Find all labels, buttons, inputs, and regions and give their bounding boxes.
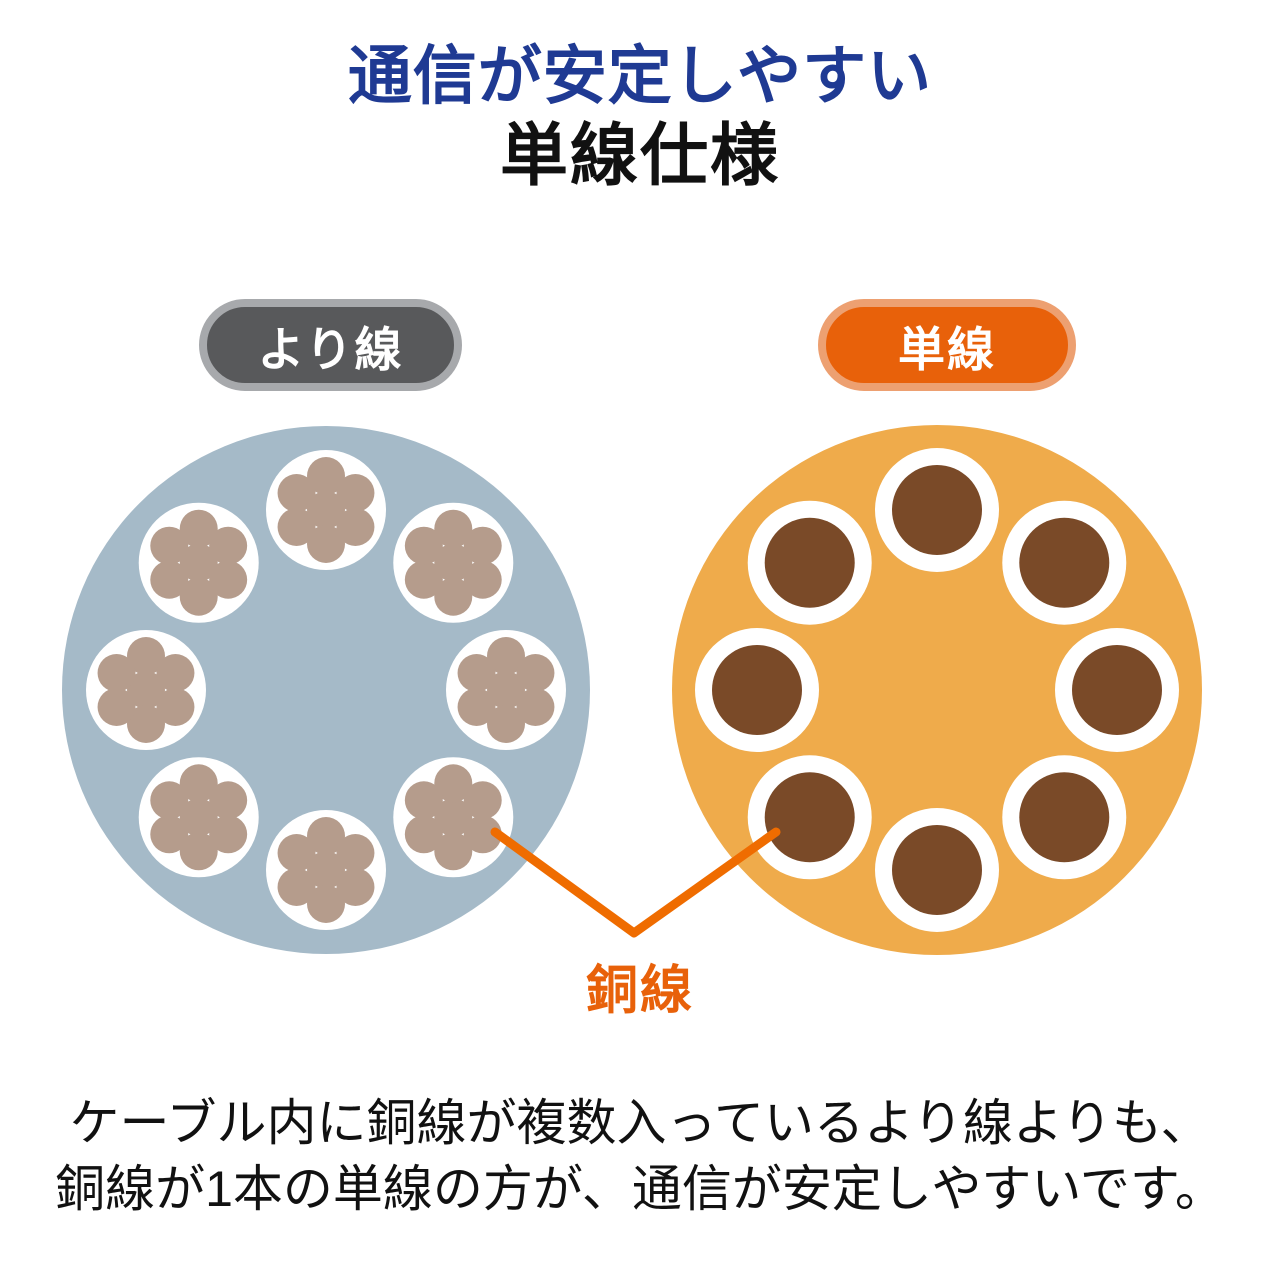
copper-wire — [434, 543, 473, 582]
copper-wire — [336, 474, 375, 512]
copper-wire — [434, 832, 473, 871]
copper-wire — [307, 817, 345, 855]
copper-wire — [179, 832, 218, 871]
copper-wire — [764, 772, 855, 863]
caption-text: ケーブル内に銅線が複数入っているより線よりも、 銅線が1本の単線の方が、通信が安… — [0, 1090, 1280, 1222]
copper-wire — [179, 577, 218, 616]
copper-wire — [457, 654, 496, 692]
copper-wire — [434, 577, 473, 616]
copper-leader-line — [490, 827, 781, 938]
copper-wire — [487, 637, 525, 675]
copper-wire — [1019, 517, 1110, 608]
copper-wire — [179, 764, 218, 803]
copper-wire — [209, 526, 248, 565]
copper-wire — [1019, 772, 1110, 863]
title-line-primary: 通信が安定しやすい — [347, 40, 933, 112]
copper-wire — [150, 526, 189, 565]
copper-wire — [156, 688, 195, 726]
caption-line-1: ケーブル内に銅線が複数入っているより線よりも、 — [69, 1095, 1211, 1151]
copper-wire-label: 銅線 — [585, 962, 694, 1020]
copper-wire — [434, 509, 473, 548]
copper-wire — [150, 815, 189, 854]
copper-wire — [127, 705, 165, 743]
copper-wire — [712, 645, 802, 735]
copper-wire — [463, 781, 502, 820]
copper-wire — [463, 815, 502, 854]
copper-wire — [277, 508, 316, 546]
copper-wire — [892, 465, 982, 555]
copper-wire — [127, 637, 165, 675]
copper-wire — [307, 851, 345, 889]
copper-wire — [434, 764, 473, 803]
copper-wire — [307, 491, 345, 529]
copper-wire — [150, 781, 189, 820]
copper-wire — [179, 543, 218, 582]
copper-wire — [209, 560, 248, 599]
caption-line-2: 銅線が1本の単線の方が、通信が安定しやすいです。 — [55, 1161, 1225, 1217]
copper-wire — [1072, 645, 1162, 735]
page-title: 通信が安定しやすい 単線仕様 — [0, 44, 1280, 190]
copper-wire — [516, 688, 555, 726]
copper-wire — [209, 815, 248, 854]
solid-cable-illustration — [672, 425, 1202, 955]
copper-wire — [277, 868, 316, 906]
copper-wire — [277, 834, 316, 872]
copper-wire — [97, 654, 136, 692]
copper-wire — [150, 560, 189, 599]
copper-wire — [307, 885, 345, 923]
copper-wire — [127, 671, 165, 709]
copper-wire — [404, 815, 443, 854]
copper-wire — [179, 798, 218, 837]
copper-wire — [209, 781, 248, 820]
copper-wire — [487, 705, 525, 743]
copper-wire — [463, 560, 502, 599]
copper-wire — [457, 688, 496, 726]
copper-wire — [764, 517, 855, 608]
copper-wire — [487, 671, 525, 709]
copper-wire — [404, 781, 443, 820]
copper-wire — [156, 654, 195, 692]
copper-wire — [336, 868, 375, 906]
badge-solid: 単線 — [818, 299, 1076, 391]
copper-wire — [336, 508, 375, 546]
title-line-secondary: 単線仕様 — [499, 118, 780, 194]
copper-wire — [336, 834, 375, 872]
copper-wire — [892, 825, 982, 915]
copper-wire — [434, 798, 473, 837]
copper-wire — [404, 526, 443, 565]
copper-wire — [277, 474, 316, 512]
copper-wire — [463, 526, 502, 565]
stranded-cable-illustration — [62, 426, 590, 954]
badge-stranded: より線 — [199, 299, 462, 391]
copper-wire — [307, 525, 345, 563]
copper-wire — [307, 457, 345, 495]
copper-wire — [179, 509, 218, 548]
copper-wire — [97, 688, 136, 726]
copper-wire — [516, 654, 555, 692]
copper-wire — [404, 560, 443, 599]
